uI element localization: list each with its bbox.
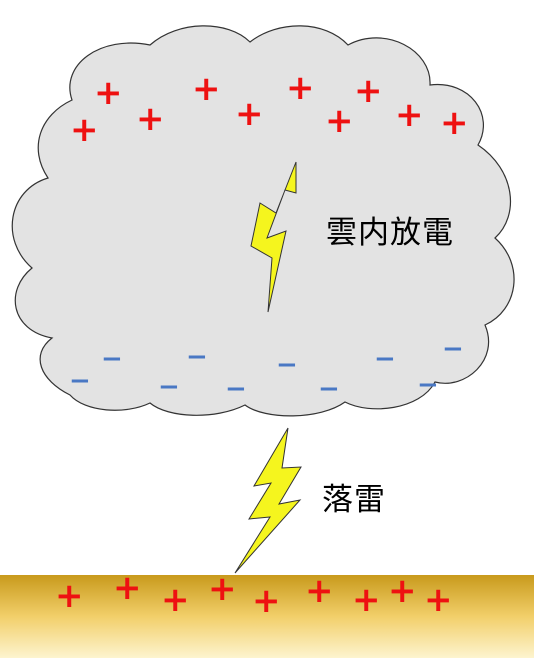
cloud-positive-charges: + + + + + + + + + + [70, 68, 469, 150]
ground [0, 575, 534, 658]
negative-charge: − [158, 372, 180, 402]
positive-charge: + [325, 101, 354, 141]
positive-charge: + [305, 571, 334, 611]
cloud-negative-charges: − − − − − − − − − − [69, 334, 464, 404]
negative-charge: − [374, 344, 396, 374]
positive-charge: + [252, 581, 281, 621]
intracloud-lightning-bolt [250, 161, 297, 313]
negative-charge: − [318, 374, 340, 404]
cloud-to-ground-lightning-bolt [234, 427, 302, 574]
positive-charge: + [354, 71, 383, 111]
negative-charge: − [101, 344, 123, 374]
positive-charge: + [286, 68, 315, 108]
intracloud-discharge-label: 雲内放電 [326, 215, 454, 251]
positive-charge: + [424, 580, 453, 620]
positive-charge: + [235, 94, 264, 134]
negative-charge: − [186, 342, 208, 372]
positive-charge: + [395, 95, 424, 135]
negative-charge: − [417, 370, 439, 400]
negative-charge: − [69, 366, 91, 396]
positive-charge: + [192, 69, 221, 109]
lightning-strike-label: 落雷 [322, 482, 386, 518]
positive-charge: + [55, 576, 84, 616]
positive-charge: + [113, 568, 142, 608]
negative-charge: − [442, 334, 464, 364]
positive-charge: + [388, 571, 417, 611]
positive-charge: + [70, 110, 99, 150]
positive-charge: + [208, 569, 237, 609]
positive-charge: + [161, 580, 190, 620]
negative-charge: − [225, 374, 247, 404]
positive-charge: + [136, 99, 165, 139]
positive-charge: + [440, 103, 469, 143]
positive-charge: + [94, 73, 123, 113]
positive-charge: + [352, 580, 381, 620]
ground-positive-charges: + + + + + + + + + [55, 568, 453, 621]
negative-charge: − [276, 350, 298, 380]
